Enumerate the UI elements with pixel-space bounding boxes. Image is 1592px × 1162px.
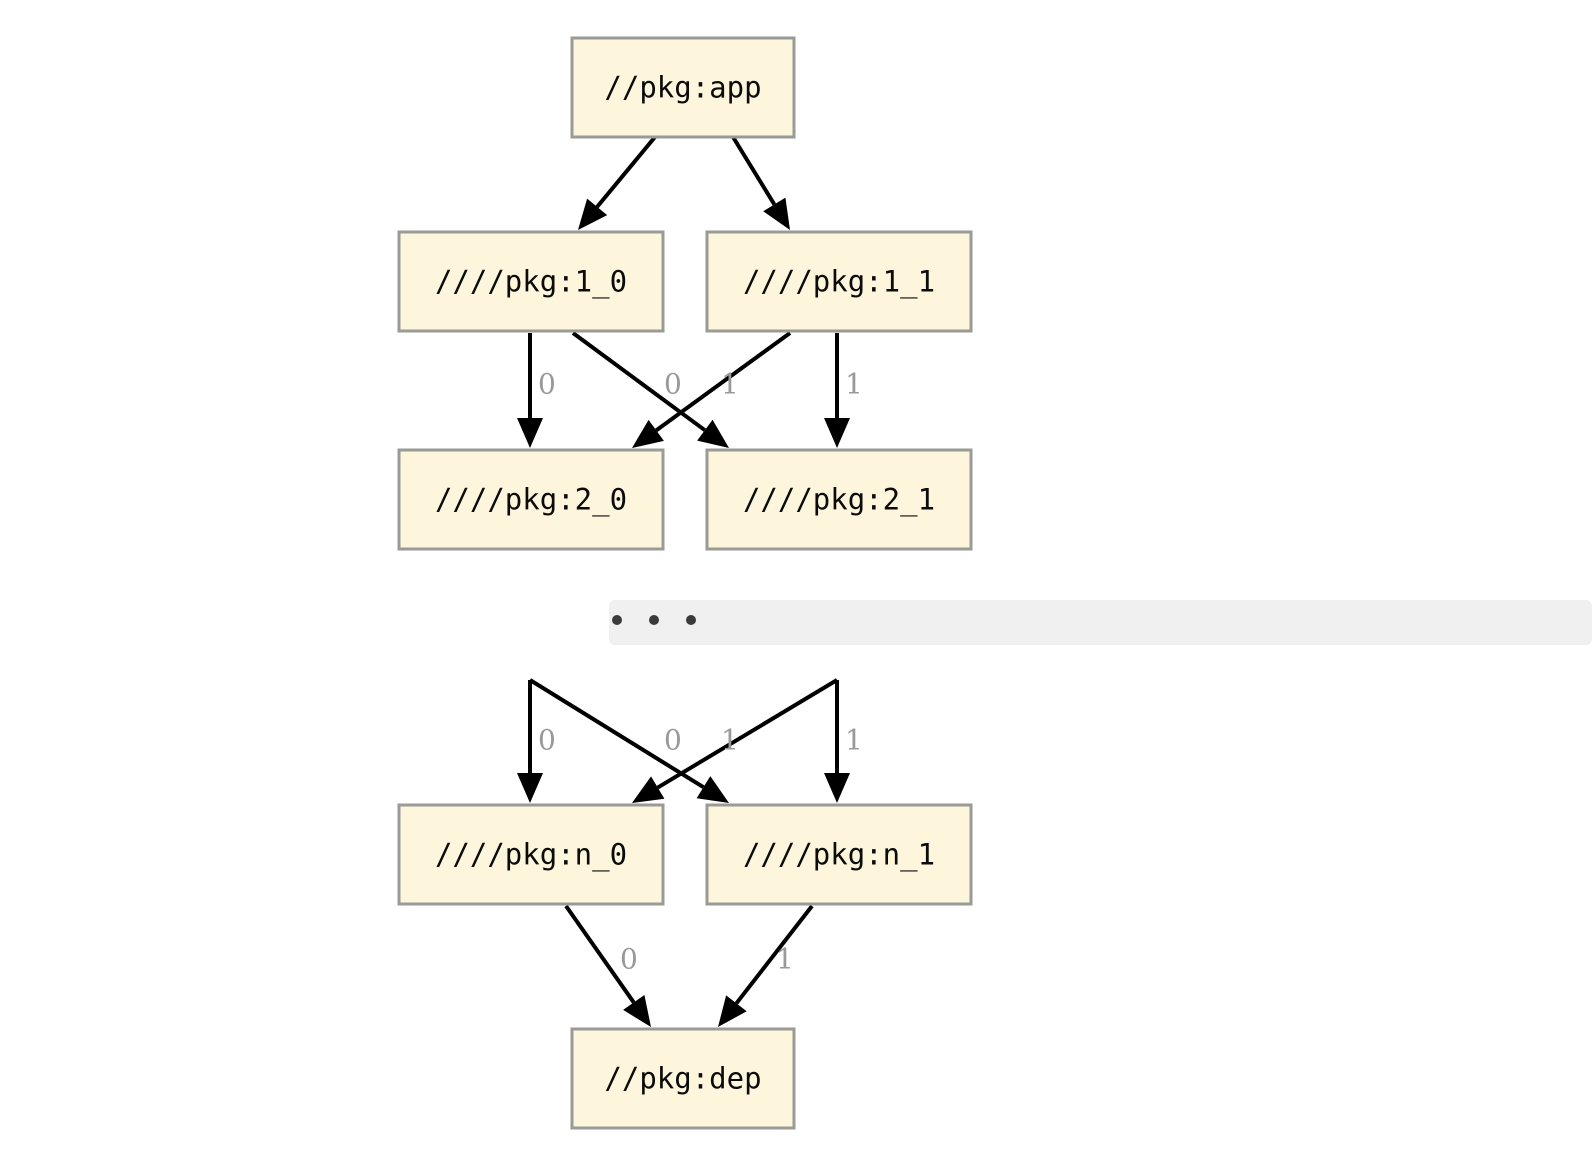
arrowhead-icon <box>578 198 608 230</box>
node-dep[interactable]: //pkg:dep <box>570 1027 796 1130</box>
node-box[interactable] <box>705 803 973 906</box>
ellipsis-dot-0 <box>612 615 622 625</box>
arrowhead-icon <box>623 994 651 1027</box>
node-label: //pkg:app <box>604 71 761 105</box>
node-nn_0[interactable]: ////pkg:n_0 <box>397 803 665 906</box>
node-label: ////pkg:n_0 <box>435 838 627 873</box>
arrowhead-icon <box>697 419 729 448</box>
arrowhead-icon <box>696 776 729 803</box>
node-label: //pkg:dep <box>604 1062 761 1096</box>
ellipsis-dot-1 <box>649 615 659 625</box>
arrowhead-icon <box>763 197 790 230</box>
node-label: ////pkg:n_1 <box>743 838 935 873</box>
node-label: ////pkg:2_1 <box>743 483 935 518</box>
node-layer: //pkg:app ////pkg:1_0 ////pkg:1_1 ////pkg:2… <box>397 36 973 1130</box>
node-box[interactable] <box>397 448 665 551</box>
edge-label: 0 <box>664 368 682 401</box>
ellipsis-dot-2 <box>686 615 696 625</box>
arrowhead-icon <box>517 773 543 803</box>
edge-label: 0 <box>538 368 556 401</box>
edge-label: 0 <box>538 724 556 757</box>
node-box[interactable] <box>705 230 973 333</box>
node-box[interactable] <box>570 36 796 139</box>
node-app[interactable]: //pkg:app <box>570 36 796 139</box>
node-box[interactable] <box>397 803 665 906</box>
edge-line <box>564 904 636 1004</box>
node-n2_0[interactable]: ////pkg:2_0 <box>397 448 665 551</box>
edge-line <box>571 331 707 432</box>
edge-line <box>595 135 657 209</box>
edge-line <box>731 135 777 206</box>
node-box[interactable] <box>397 230 665 333</box>
arrowhead-icon <box>824 773 850 803</box>
arrowhead-icon <box>718 995 747 1027</box>
ellipsis-layer <box>609 600 1592 645</box>
arrowhead-icon <box>824 418 850 448</box>
arrowhead-icon <box>632 776 665 803</box>
edge-line <box>655 331 792 432</box>
edge-line <box>528 678 705 789</box>
node-box[interactable] <box>705 448 973 551</box>
edge-line <box>734 904 814 1005</box>
node-n2_1[interactable]: ////pkg:2_1 <box>705 448 973 551</box>
edge-label: 0 <box>664 724 682 757</box>
truncation-band <box>609 600 1592 645</box>
edge-label: 1 <box>845 724 863 757</box>
edge-label: 1 <box>776 943 794 976</box>
edge-layer: 0 0 1 1 0 0 1 1 0 1 <box>517 135 863 1027</box>
node-nn_1[interactable]: ////pkg:n_1 <box>705 803 973 906</box>
edge-label: 1 <box>721 368 739 401</box>
edge-line <box>656 678 839 790</box>
node-n1_0[interactable]: ////pkg:1_0 <box>397 230 665 333</box>
arrowhead-icon <box>517 418 543 448</box>
node-label: ////pkg:1_0 <box>435 265 627 300</box>
node-box[interactable] <box>570 1027 796 1130</box>
edge-label: 1 <box>721 724 739 757</box>
node-n1_1[interactable]: ////pkg:1_1 <box>705 230 973 333</box>
node-label: ////pkg:1_1 <box>743 265 935 300</box>
edge-label: 0 <box>620 943 638 976</box>
arrowhead-icon <box>632 419 664 448</box>
node-label: ////pkg:2_0 <box>435 483 627 518</box>
edge-label: 1 <box>845 368 863 401</box>
